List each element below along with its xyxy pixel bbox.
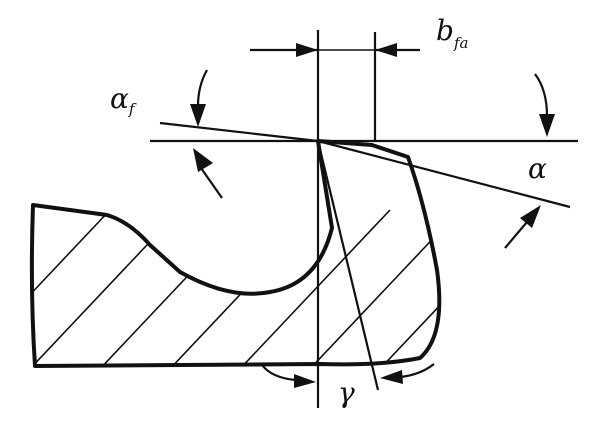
b-fa-label: bfa bbox=[436, 14, 468, 52]
rake-line bbox=[316, 140, 380, 391]
gamma-label: γ bbox=[338, 376, 355, 409]
arrowhead bbox=[294, 374, 316, 388]
alpha-label: α bbox=[528, 152, 547, 185]
arrowhead bbox=[296, 43, 318, 57]
right-angle-arrow bbox=[534, 73, 555, 137]
arrowhead bbox=[520, 205, 541, 228]
arrowhead bbox=[375, 43, 397, 57]
reference-lines bbox=[150, 30, 578, 408]
arrowhead bbox=[539, 114, 555, 137]
arrowhead bbox=[190, 104, 206, 127]
clearance-angle-arrow bbox=[504, 205, 541, 249]
arrowhead bbox=[193, 148, 213, 172]
alpha-f-label: αf bbox=[110, 82, 137, 118]
land-width-dimension bbox=[250, 43, 420, 57]
arrowhead bbox=[380, 370, 403, 384]
land-clearance-line bbox=[159, 121, 319, 143]
rake-angle-arrows bbox=[261, 363, 435, 388]
clearance-line bbox=[317, 139, 571, 209]
tool-body-outline bbox=[29, 139, 442, 368]
land-clearance-angle-arrows bbox=[190, 69, 223, 199]
